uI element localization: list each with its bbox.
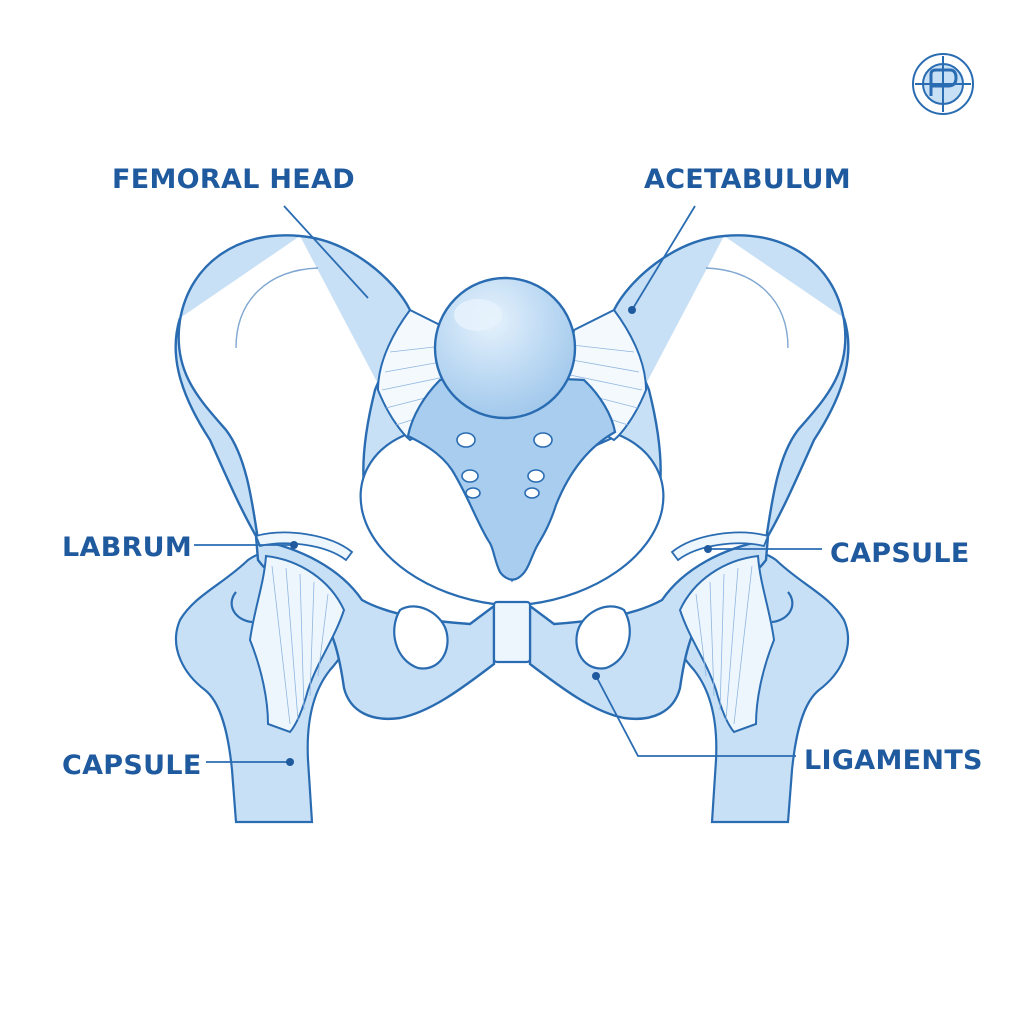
sacrum (406, 377, 617, 581)
right-hip-capsule (678, 554, 776, 734)
label-femoral-head: FEMORAL HEAD (112, 164, 355, 195)
label-ligaments: LIGAMENTS (804, 745, 983, 776)
anatomy-logo-icon (912, 53, 974, 115)
femoral-head-ball (433, 276, 577, 420)
right-obturator-foramen (575, 605, 631, 670)
left-labrum (254, 531, 354, 562)
leader-ligaments (592, 672, 796, 757)
label-capsule-left: CAPSULE (62, 750, 202, 781)
right-labrum (670, 531, 770, 562)
label-labrum: LABRUM (62, 532, 192, 563)
leader-acetabulum (628, 205, 696, 314)
pubic-symphysis (492, 600, 532, 664)
label-acetabulum: ACETABULUM (644, 164, 851, 195)
left-obturator-foramen (393, 605, 449, 670)
leader-labrum (194, 541, 298, 549)
femoral-head-highlight (454, 299, 502, 331)
label-capsule-right: CAPSULE (830, 538, 970, 569)
left-hip-capsule (248, 554, 346, 734)
leader-femoral-head (283, 205, 369, 299)
leader-capsule-right (704, 545, 822, 553)
leader-capsule-left (206, 758, 294, 766)
